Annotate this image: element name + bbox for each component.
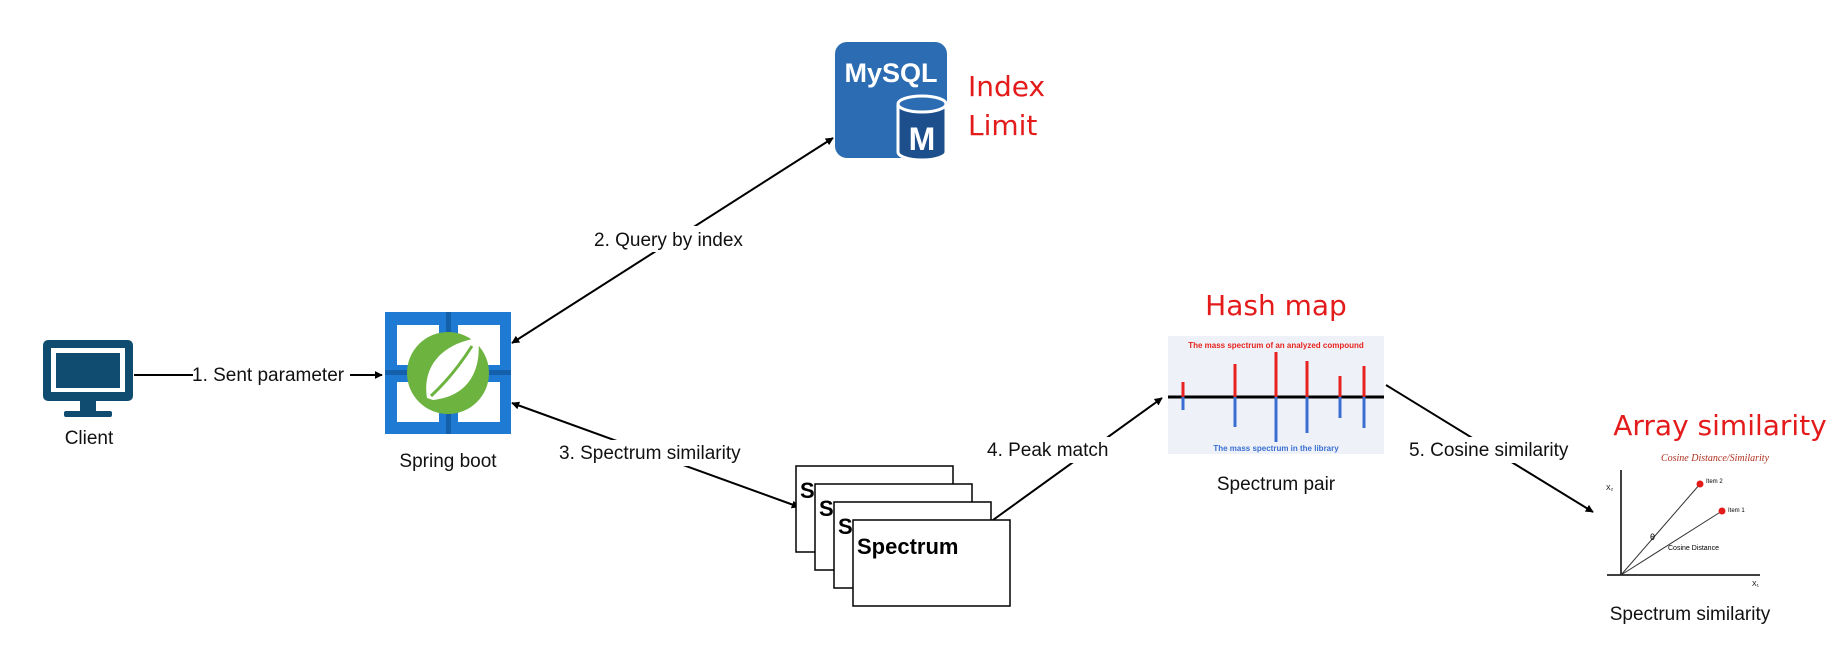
spring-boot-label: Spring boot bbox=[399, 451, 497, 472]
mysql-icon-letter: M bbox=[909, 121, 936, 157]
edge-peak-match: 4. Peak match bbox=[983, 397, 1163, 521]
annotation-limit: Limit bbox=[968, 109, 1037, 142]
mass-spectrum-chart: The mass spectrum of an analyzed compoun… bbox=[1168, 336, 1384, 454]
mysql-database-icon: MySQL M bbox=[835, 42, 948, 162]
spectrum-card-1-letter: S bbox=[800, 478, 815, 503]
spectrum-card-2-letter: S bbox=[819, 496, 834, 521]
spectrum-card-4-label: Spectrum bbox=[857, 534, 958, 559]
hash-map-title: Hash map bbox=[1205, 289, 1347, 322]
cosine-axis-y: X₂ bbox=[1606, 485, 1614, 492]
cosine-axis-x: X₁ bbox=[1752, 581, 1760, 588]
spectrum-pair-label: Spectrum pair bbox=[1217, 474, 1336, 495]
edge-cosine-similarity-label: 5. Cosine similarity bbox=[1409, 440, 1569, 461]
spectrum-card-4 bbox=[852, 519, 1011, 607]
mysql-node: MySQL M Index Limit bbox=[835, 42, 1045, 162]
spectrum-stack: S S S Spectrum bbox=[795, 465, 1011, 607]
spectrum-similarity-label: Spectrum similarity bbox=[1610, 604, 1771, 625]
spectrum-card-3-letter: S bbox=[838, 514, 853, 539]
monitor-icon bbox=[43, 340, 133, 417]
edge-peak-match-label: 4. Peak match bbox=[987, 440, 1108, 461]
item-1-label: Item 1 bbox=[1728, 508, 1745, 514]
edge-cosine-similarity: 5. Cosine similarity bbox=[1385, 384, 1594, 513]
cosine-chart-title: Cosine Distance/Similarity bbox=[1661, 453, 1770, 464]
edge-query-by-index-label: 2. Query by index bbox=[594, 230, 743, 251]
mass-spectrum-top-caption: The mass spectrum of an analyzed compoun… bbox=[1188, 341, 1364, 350]
client-label: Client bbox=[65, 428, 114, 449]
client-node: Client bbox=[43, 340, 133, 449]
edge-query-by-index: 2. Query by index bbox=[511, 137, 834, 344]
spectrum-similarity-node: Array similarity Cosine Distance/Similar… bbox=[1606, 409, 1827, 625]
mass-spectrum-bottom-caption: The mass spectrum in the library bbox=[1213, 444, 1339, 453]
edge-spectrum-similarity-label: 3. Spectrum similarity bbox=[559, 443, 741, 464]
item-2-point bbox=[1696, 480, 1704, 488]
cosine-similarity-chart: Cosine Distance/Similarity X₂ X₁ Item 2 … bbox=[1606, 453, 1770, 588]
spring-boot-icon bbox=[385, 312, 511, 434]
annotation-index: Index bbox=[968, 70, 1045, 103]
array-similarity-title: Array similarity bbox=[1613, 409, 1827, 442]
mysql-icon-text: MySQL bbox=[844, 58, 937, 88]
edge-sent-parameter-label: 1. Sent parameter bbox=[192, 365, 345, 386]
spectrum-pair-node: Hash map The mass spectrum of an analyze… bbox=[1168, 289, 1384, 495]
cosine-distance-label: Cosine Distance bbox=[1668, 545, 1719, 552]
edge-sent-parameter: 1. Sent parameter bbox=[134, 365, 383, 386]
spring-boot-node: Spring boot bbox=[385, 312, 511, 472]
theta-label: θ bbox=[1650, 532, 1655, 542]
item-2-label: Item 2 bbox=[1706, 479, 1723, 485]
item-1-point bbox=[1718, 507, 1726, 515]
edge-spectrum-similarity: 3. Spectrum similarity bbox=[511, 401, 800, 509]
